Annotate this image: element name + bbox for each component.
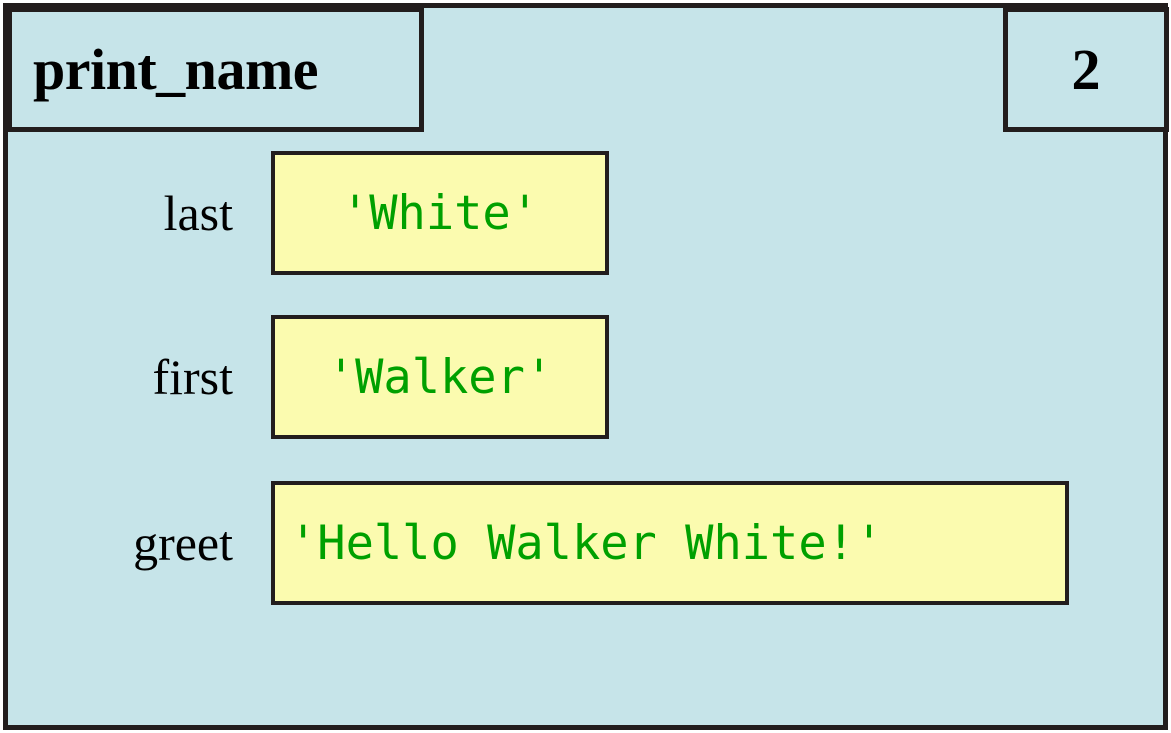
variable-value-greet: 'Hello Walker White!' [271,481,1069,605]
variable-name-greet: greet [133,515,233,571]
variable-row-last: last 'White' [8,151,609,275]
function-name-box: print_name [7,7,424,132]
variable-value-last: 'White' [271,151,609,275]
call-frame: print_name 2 last 'White' first 'Walker'… [3,3,1169,730]
variable-list: last 'White' first 'Walker' greet 'Hello… [8,132,1163,725]
variable-name-first: first [152,349,233,405]
frame-number-label: 2 [1071,36,1101,102]
variable-value-first: 'Walker' [271,315,609,439]
variable-row-greet: greet 'Hello Walker White!' [8,481,1069,605]
variable-row-first: first 'Walker' [8,315,609,439]
variable-name-last: last [163,185,233,241]
function-name-label: print_name [33,36,319,102]
frame-header: print_name 2 [7,7,1169,132]
frame-number-box: 2 [1003,7,1169,132]
